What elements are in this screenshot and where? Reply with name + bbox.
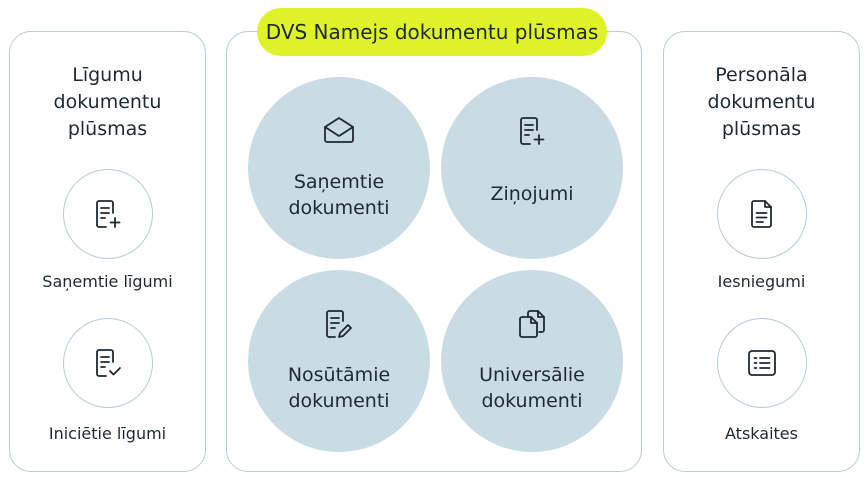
document-text-icon [751, 200, 772, 228]
namejs-flows-panel: Saņemtie dokumenti Ziņojumi Nosūtāmie d [226, 31, 642, 472]
initiated-contracts-label: Iniciētie līgumi [48, 424, 167, 443]
title-line: dokumentu [707, 91, 816, 113]
universal-documents-button[interactable]: Universālie dokumenti [441, 270, 623, 452]
statements-button[interactable] [717, 318, 807, 408]
received-contracts-button[interactable] [63, 169, 153, 259]
received-documents-label: Saņemtie dokumenti [248, 169, 430, 221]
reports-label: Ziņojumi [441, 181, 623, 207]
reports-button[interactable]: Ziņojumi [441, 77, 623, 259]
document-edit-icon [326, 310, 352, 338]
outgoing-documents-label: Nosūtāmie dokumenti [248, 362, 430, 414]
label-line: dokumenti [481, 390, 583, 412]
title-line: Personāla [715, 64, 808, 86]
list-report-icon [748, 350, 776, 376]
contracts-flow-panel: Līgumu dokumentu plūsmas Saņemtie līgumi… [9, 31, 206, 472]
contracts-flow-title: Līgumu dokumentu plūsmas [10, 62, 205, 143]
envelope-open-icon [324, 117, 354, 143]
applications-button[interactable] [717, 169, 807, 259]
label-line: Ziņojumi [490, 183, 574, 205]
universal-documents-label: Universālie dokumenti [441, 362, 623, 414]
document-check-icon [96, 349, 121, 377]
label-line: dokumenti [288, 390, 390, 412]
outgoing-documents-button[interactable]: Nosūtāmie dokumenti [248, 270, 430, 452]
statements-label: Atskaites [725, 424, 798, 443]
label-line: Nosūtāmie [287, 364, 391, 386]
title-line: dokumentu [53, 91, 162, 113]
document-add-icon [96, 200, 121, 228]
title-line: Līgumu [72, 64, 143, 86]
label-line: dokumenti [288, 197, 390, 219]
personnel-flow-panel: Personāla dokumentu plūsmas Iesniegumi A… [663, 31, 860, 472]
diagram-title: DVS Namejs dokumentu plūsmas [257, 8, 607, 56]
document-add-icon [520, 117, 545, 145]
label-line: Universālie [479, 364, 585, 386]
title-line: plūsmas [67, 118, 148, 140]
received-contracts-label: Saņemtie līgumi [42, 272, 173, 291]
initiated-contracts-button[interactable] [63, 318, 153, 408]
title-line: plūsmas [721, 118, 802, 140]
applications-label: Iesniegumi [717, 272, 806, 291]
documents-copy-icon [519, 310, 545, 338]
label-line: Saņemtie [293, 171, 385, 193]
personnel-flow-title: Personāla dokumentu plūsmas [664, 62, 859, 143]
received-documents-button[interactable]: Saņemtie dokumenti [248, 77, 430, 259]
